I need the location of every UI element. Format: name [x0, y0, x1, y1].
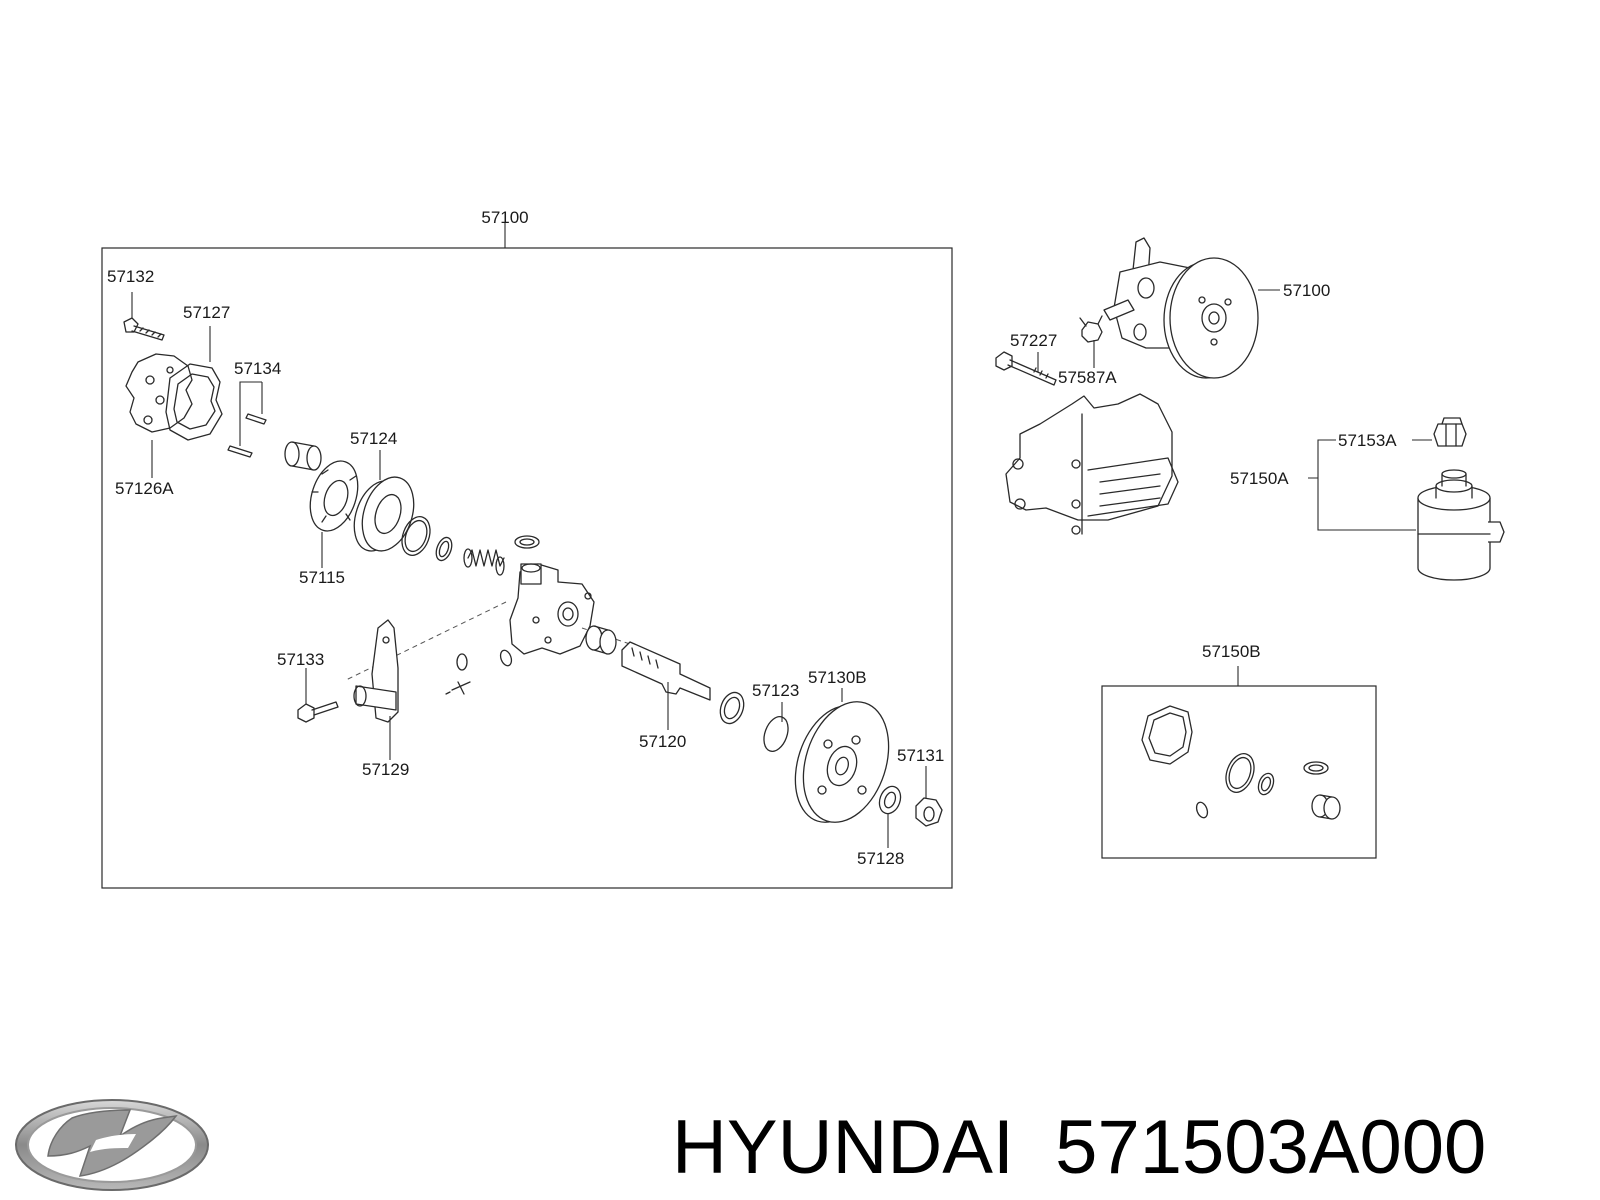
washer-57123 [719, 691, 745, 725]
kit-washer [1303, 761, 1329, 775]
bracket-57129 [353, 619, 399, 723]
o-ring-small [435, 536, 453, 562]
callout-57227: 57227 [1010, 331, 1057, 350]
washer-top [514, 535, 540, 549]
main-assembly-frame [101, 247, 953, 889]
hyundai-logo-icon [15, 1099, 209, 1191]
bushing-part [284, 441, 322, 471]
callout-57129: 57129 [362, 760, 409, 779]
callout-57132: 57132 [107, 267, 154, 286]
callout-57131: 57131 [897, 746, 944, 765]
pump-body [509, 563, 595, 655]
washer-57128 [878, 785, 902, 815]
pins-57134 [227, 413, 267, 458]
callout-57126A: 57126A [115, 479, 174, 498]
callout-57127: 57127 [183, 303, 230, 322]
callout-57120: 57120 [639, 732, 686, 751]
o-ring-large [401, 516, 431, 556]
kit-o-ring-large [1225, 753, 1255, 793]
gasket-57127 [165, 363, 223, 441]
callout-57115: 57115 [299, 568, 345, 587]
callout-57587A: 57587A [1058, 368, 1117, 387]
rotor-57115 [309, 460, 359, 532]
callout-57150B: 57150B [1202, 642, 1261, 661]
callout-57153A: 57153A [1338, 431, 1397, 450]
callout-57124: 57124 [350, 429, 397, 448]
reservoir-cap-57153A [1433, 417, 1467, 447]
snap-ring-57123 [763, 716, 789, 752]
bushing-shaft [585, 625, 617, 655]
bolt-57132 [123, 317, 165, 341]
kit-seal-small [1195, 801, 1209, 819]
kit-bushing [1311, 794, 1341, 820]
reservoir-57150A [1417, 469, 1505, 581]
bolt-57133 [297, 701, 339, 723]
callout-57128: 57128 [857, 849, 904, 868]
pulley-57130B [794, 701, 890, 823]
seal-small-a [456, 653, 468, 671]
part-number: 571503A000 [1055, 1105, 1487, 1190]
seal-kit-frame [1101, 685, 1377, 859]
brand-name: HYUNDAI [672, 1105, 1015, 1190]
pump-assembly [1103, 237, 1259, 379]
callout-57133: 57133 [277, 650, 324, 669]
callout-57134: 57134 [234, 359, 281, 378]
mounting-bracket [1005, 393, 1179, 535]
bolt-57227 [995, 351, 1057, 386]
shaft-57120 [621, 641, 711, 701]
callout-57100-main: 57100 [481, 208, 528, 227]
clamp-57587A [1079, 315, 1103, 343]
callout-57130B: 57130B [808, 668, 867, 687]
kit-o-ring-small [1257, 772, 1275, 796]
callout-57123: 57123 [752, 681, 799, 700]
nut-57131 [915, 797, 943, 827]
kit-gasket [1141, 705, 1193, 765]
cam-ring-57124 [353, 476, 415, 552]
cover-plate-57126A [125, 353, 193, 433]
brand-caption: HYUNDAI 571503A000 [672, 1098, 1592, 1198]
valve-small [445, 681, 471, 695]
callout-57100-pump: 57100 [1283, 281, 1330, 300]
callout-57150A: 57150A [1230, 469, 1289, 488]
seal-small-b [499, 649, 513, 667]
spring-part [463, 548, 505, 576]
